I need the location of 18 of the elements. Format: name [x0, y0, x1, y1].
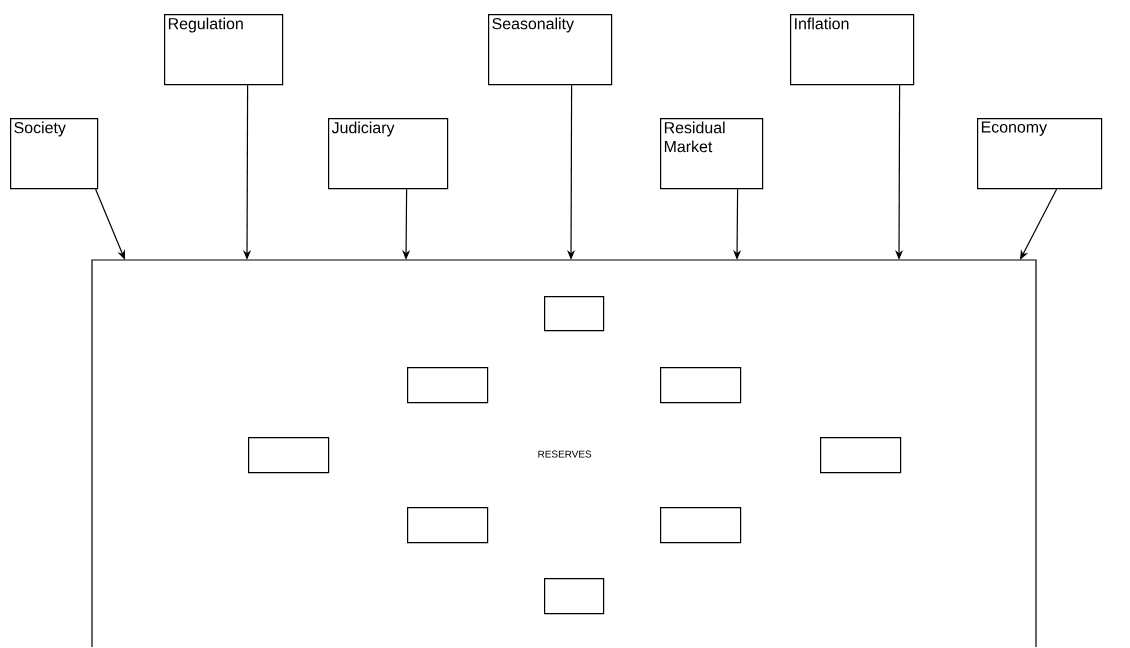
- arrow: [95, 188, 125, 260]
- empty-box: [544, 296, 605, 332]
- empty-box: [820, 437, 902, 474]
- empty-box: [544, 578, 605, 615]
- factor-box: Inflation: [790, 14, 915, 86]
- factor-box: Economy: [977, 118, 1103, 190]
- factor-box: Seasonality: [488, 14, 613, 86]
- empty-box: [660, 367, 742, 404]
- factor-box: Residual Market: [660, 118, 764, 190]
- empty-box: [248, 437, 330, 474]
- empty-box: [407, 367, 489, 404]
- factor-box: Regulation: [164, 14, 284, 86]
- reserves-box: RESERVES: [91, 259, 1037, 648]
- empty-box: [660, 507, 742, 544]
- arrow: [1020, 188, 1058, 260]
- empty-box: [407, 507, 489, 544]
- factor-box: Judiciary: [328, 118, 449, 190]
- factor-box: Society: [10, 118, 99, 190]
